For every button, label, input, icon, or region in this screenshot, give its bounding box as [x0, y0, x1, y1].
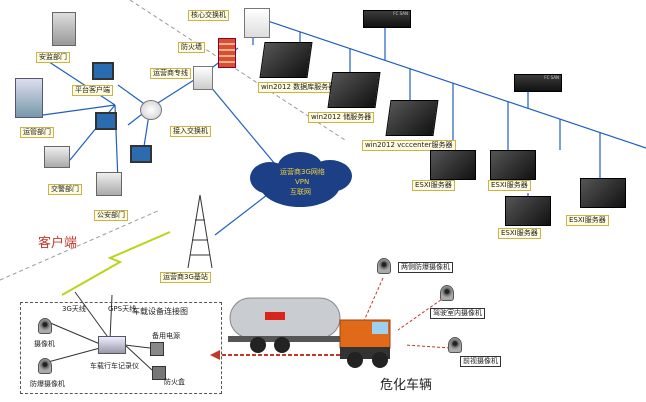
core-switch-label: 核心交换机 [188, 10, 229, 21]
cab-cam-label: 驾驶室内摄像机 [430, 308, 485, 319]
public-security-label: 公安部门 [94, 210, 128, 221]
building-icon [52, 12, 76, 46]
esxi-label-4: ESXI服务器 [498, 228, 541, 239]
transport-dept-label: 安监部门 [36, 52, 70, 63]
camera-icon [440, 285, 454, 301]
cloud-line-3: 互联网 [290, 188, 311, 196]
server-icon [580, 178, 626, 208]
carrier-router-icon [193, 66, 213, 90]
computer-icon [95, 112, 117, 130]
camera-label: 摄像机 [34, 340, 55, 348]
server-icon [259, 42, 313, 78]
vehicle-device-box [20, 302, 222, 394]
device-diagram-title: 车载设备连接图 [132, 307, 188, 316]
esxi-label-2: ESXI服务器 [488, 180, 531, 191]
front-cam-label: 前视摄像机 [460, 356, 501, 367]
win2012-vcenter-label: win2012 vcccenter服务器 [362, 140, 456, 151]
firewall-icon [218, 38, 236, 68]
access-switch-label: 接入交换机 [170, 126, 211, 137]
fire-box-label: 防火盒 [164, 378, 185, 386]
building-icon [44, 146, 70, 168]
carrier-line-label: 运营商专线 [150, 68, 191, 79]
server-icon [327, 72, 381, 108]
computer-icon [92, 62, 114, 80]
explosion-camera-label: 防爆摄像机 [30, 380, 65, 388]
storage-rack-icon: FC SAN [514, 74, 562, 92]
battery-icon [150, 342, 164, 356]
antenna-3g-label: 3G天线 [62, 305, 86, 313]
building-icon [15, 78, 43, 118]
server-icon [490, 150, 536, 180]
core-switch-icon [244, 8, 270, 38]
fire-box-icon [152, 366, 166, 380]
access-switch-icon [140, 100, 162, 120]
recorder-icon [98, 336, 126, 354]
server-icon [505, 196, 551, 226]
traffic-police-label: 交警部门 [48, 184, 82, 195]
dual-cam-label: 两侧防爆摄像机 [398, 262, 453, 273]
esxi-label-1: ESXI服务器 [412, 180, 455, 191]
camera-icon [448, 337, 462, 353]
storage-rack-label: FC SAN [544, 75, 559, 80]
base-station-label: 运营商3G基站 [160, 272, 211, 283]
backup-power-label: 备用电源 [152, 332, 180, 340]
client-zone-label: 客户端 [38, 236, 78, 251]
storage-rack-icon: FC SAN [363, 10, 411, 28]
hazmat-vehicle-label: 危化车辆 [380, 378, 433, 393]
platform-client-label: 平台客户端 [72, 85, 113, 96]
ops-dept-label: 运管部门 [20, 127, 54, 138]
cloud-line-2: VPN [295, 178, 310, 186]
antenna-gps-label: GPS天线 [108, 305, 137, 313]
win2012-storage-label: win2012 储服务器 [308, 112, 375, 123]
cloud-line-1: 运营商3G网络 [280, 168, 325, 176]
server-icon [430, 150, 476, 180]
building-icon [96, 172, 122, 196]
esxi-label-3: ESXI服务器 [566, 215, 609, 226]
storage-rack-label: FC SAN [393, 11, 408, 16]
camera-icon [38, 358, 52, 374]
firewall-label: 防火墙 [178, 42, 205, 53]
camera-icon [377, 258, 391, 274]
win2012-db-label: win2012 数据库服务器 [258, 82, 339, 93]
camera-icon [38, 318, 52, 334]
computer-icon [130, 145, 152, 163]
server-icon [385, 100, 439, 136]
recorder-label: 车载行车记录仪 [90, 362, 139, 370]
